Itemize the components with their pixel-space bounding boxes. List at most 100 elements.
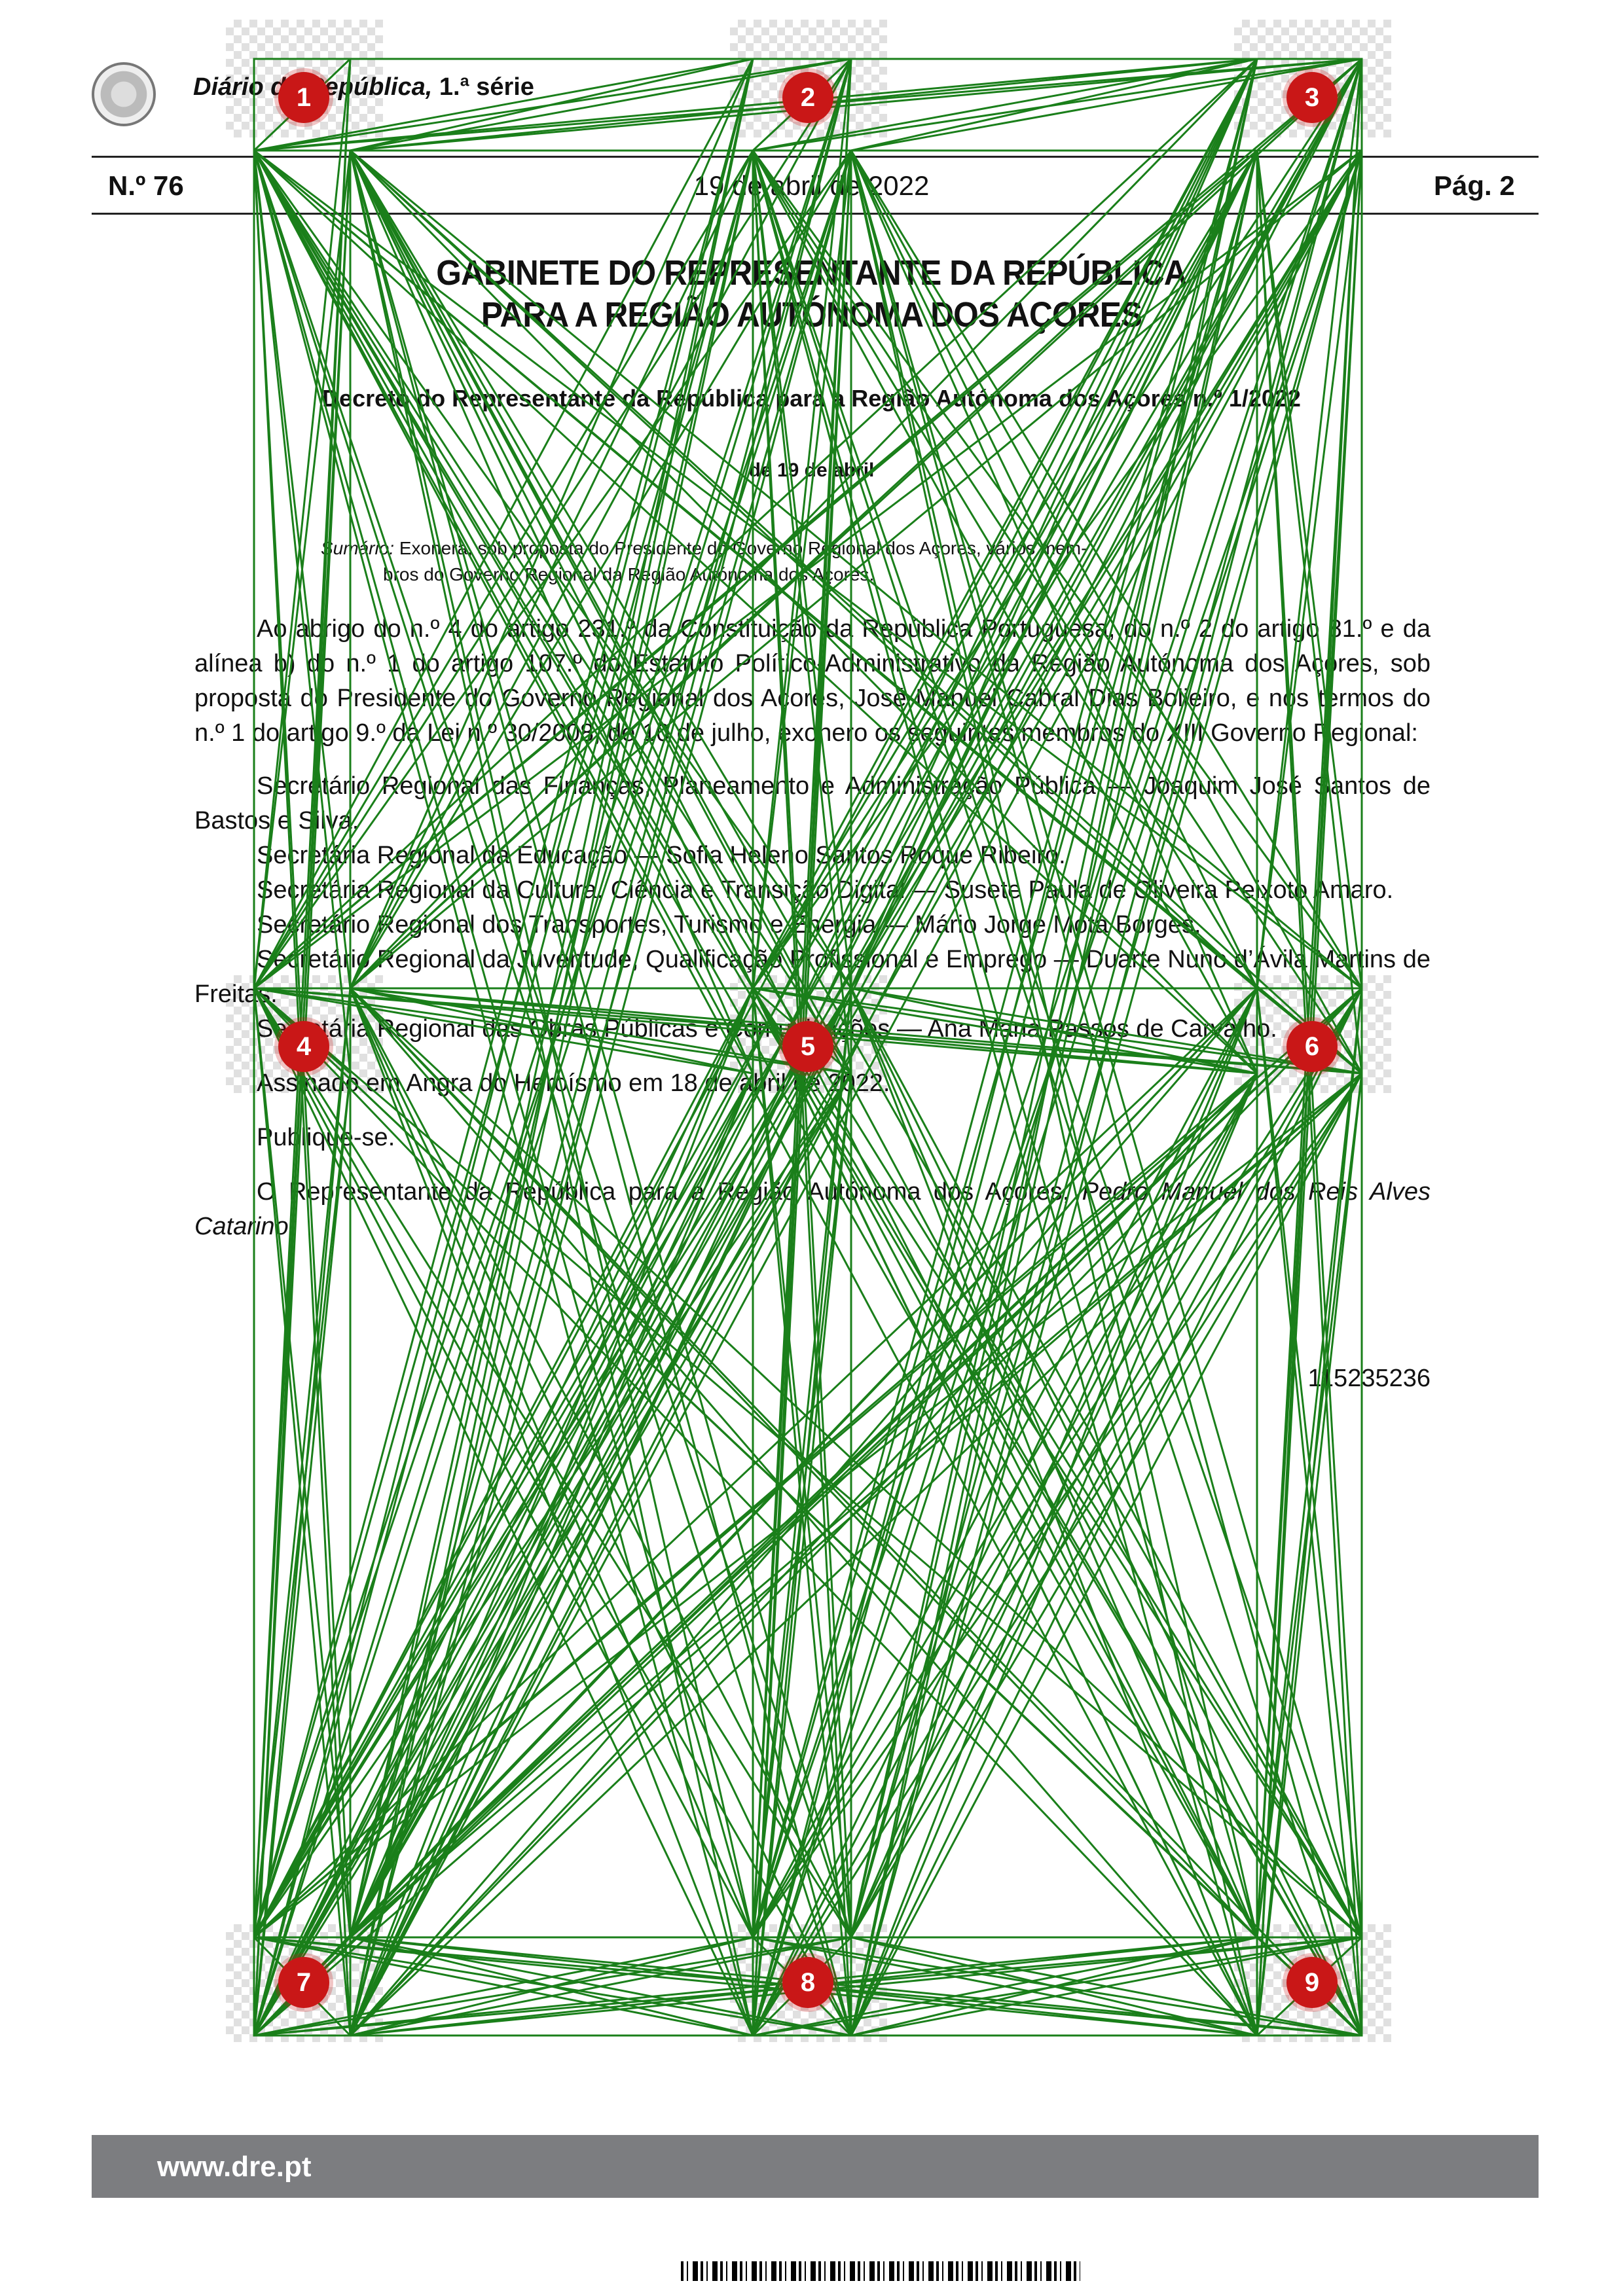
overlay-line [349, 58, 754, 989]
overlay-line [752, 58, 1258, 152]
overlay-line [850, 988, 1258, 2036]
overlay-line [850, 1936, 1258, 2037]
overlay-line [253, 150, 352, 1074]
overlay-line [752, 150, 1258, 1074]
overlay-line [1256, 988, 1363, 2036]
overlay-line [253, 988, 352, 1938]
marker-6[interactable]: 6 [1286, 1021, 1338, 1072]
overlay-line [350, 1936, 754, 2037]
marker-3[interactable]: 3 [1286, 72, 1338, 123]
overlay-line [349, 58, 754, 1938]
journal-series: 1.ª série [439, 73, 534, 101]
overlay-line [752, 58, 1363, 1938]
overlay-line [850, 1073, 1258, 2036]
overlay-line [752, 58, 852, 989]
overlay-line [850, 150, 1258, 1074]
overlay-line [850, 1073, 1258, 1938]
overlay-line [752, 150, 1363, 2036]
overlay-line [752, 150, 852, 2036]
page-number: Pág. 2 [1434, 170, 1515, 201]
overlay-line [349, 987, 1363, 1939]
overlay-line [349, 987, 1363, 2037]
overlay-line [253, 58, 754, 152]
overlay-line [850, 150, 1258, 2036]
overlay-line [1256, 150, 1363, 2036]
overlay-line [752, 150, 852, 1074]
overlay-line [349, 150, 754, 989]
overlay-line [349, 150, 1363, 2036]
overlay-line [253, 149, 1362, 990]
overlay-line [850, 987, 1362, 1075]
marker-8[interactable]: 8 [782, 1957, 833, 2008]
overlay-line [350, 987, 754, 1075]
overlay-line [349, 58, 1258, 990]
marker-9[interactable]: 9 [1286, 1957, 1338, 2008]
overlay-line [850, 150, 1363, 989]
overlay-line [253, 988, 352, 2036]
overlay-line [253, 988, 754, 2036]
overlay-line [850, 150, 1258, 989]
overlay-line [752, 150, 852, 989]
overlay-line [1256, 150, 1363, 1074]
overlay-line [850, 58, 1362, 152]
overlay-line [752, 987, 1258, 1075]
overlay-line [850, 988, 1363, 1938]
republic-emblem-icon [92, 62, 156, 126]
overlay-line [850, 58, 1363, 2036]
overlay-line [850, 58, 1363, 989]
marker-2[interactable]: 2 [782, 72, 833, 123]
overlay-line [850, 1936, 1362, 2037]
overlay-line [349, 150, 852, 2036]
overlay-line [349, 988, 1258, 2036]
marker-7[interactable]: 7 [278, 1957, 329, 2008]
footer-site-link[interactable]: www.dre.pt [157, 2151, 312, 2183]
overlay-line [349, 58, 852, 2036]
overlay-line [253, 150, 1258, 1938]
overlay-line [350, 987, 852, 1075]
overlay-line [350, 58, 852, 152]
marker-4[interactable]: 4 [278, 1021, 329, 1072]
overlay-line [850, 1073, 1363, 1938]
marker-1[interactable]: 1 [278, 72, 329, 123]
overlay-line [349, 1073, 852, 1938]
header-top-rule [92, 156, 1539, 158]
overlay-line [349, 1073, 852, 2036]
overlay-line [752, 988, 852, 1938]
overlay-line [349, 1073, 754, 1938]
overlay-line [850, 150, 1363, 2036]
overlay-line [752, 988, 1258, 1938]
overlay-line [253, 58, 352, 989]
overlay-line [253, 1073, 754, 2036]
marker-5[interactable]: 5 [782, 1021, 833, 1072]
overlay-line [850, 58, 1258, 2036]
overlay-line [349, 150, 754, 1074]
overlay-line [253, 58, 1258, 990]
overlay-line [752, 1073, 1258, 1938]
overlay-line [850, 58, 1258, 989]
overlay-line [349, 149, 1363, 1075]
overlay-line [253, 1073, 352, 2036]
overlay-line [350, 1936, 852, 2037]
overlay-line [752, 150, 1363, 989]
overlay-line [752, 58, 1258, 989]
overlay-line [253, 988, 754, 1938]
overlay-line [752, 58, 1258, 2036]
overlay-line [253, 58, 754, 2036]
overlay-line [349, 58, 754, 2036]
overlay-line [253, 149, 1258, 1075]
overlay-line [850, 988, 1258, 1938]
overlay-line [350, 1072, 1362, 1939]
overlay-line [850, 58, 1258, 152]
overlay-line [350, 58, 754, 152]
overlay-line [752, 58, 1363, 2036]
overlay-line [850, 987, 1258, 1075]
header-bottom-rule [92, 213, 1539, 215]
overlay-line [253, 1936, 754, 2037]
overlay-line [253, 150, 352, 2036]
issue-number: N.º 76 [108, 170, 184, 201]
overlay-line [752, 1073, 852, 2036]
overlay-line [349, 1072, 1258, 1939]
overlay-line [349, 1073, 754, 2036]
overlay-line [752, 988, 1258, 2036]
